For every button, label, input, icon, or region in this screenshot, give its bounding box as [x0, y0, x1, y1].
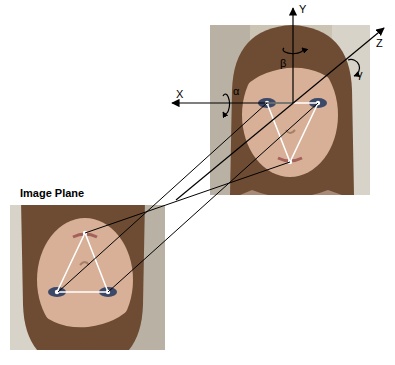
axis-label: Z [376, 38, 383, 49]
angle-label: γ [357, 69, 363, 80]
angle-label: α [233, 86, 239, 97]
axis-label: Y [299, 4, 306, 15]
angle-label: β [280, 58, 286, 69]
image-plane-label: Image Plane [20, 188, 84, 199]
axis-label: X [176, 89, 183, 100]
